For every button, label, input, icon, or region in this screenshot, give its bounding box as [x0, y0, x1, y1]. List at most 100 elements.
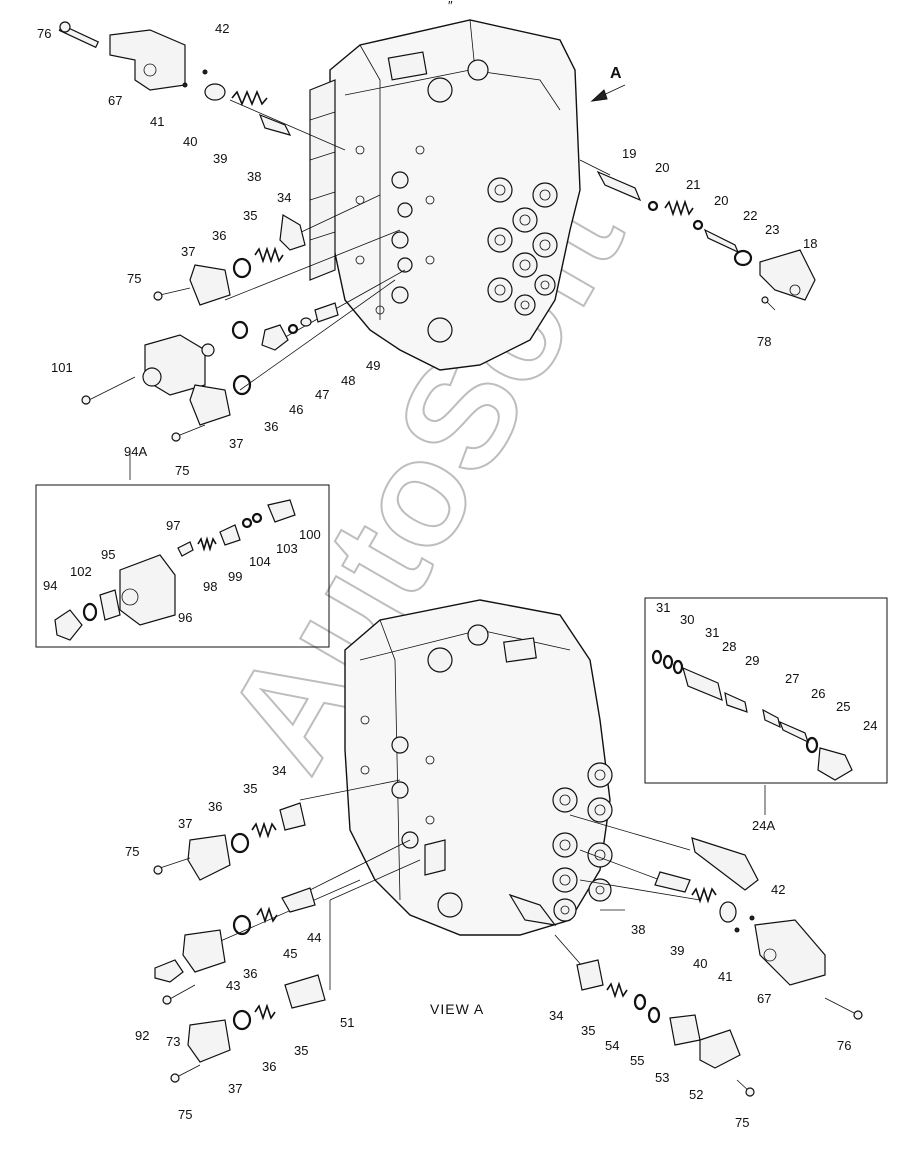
part-label: 40: [183, 134, 197, 149]
part-label: 30: [680, 612, 694, 627]
part-label: 67: [757, 991, 771, 1006]
part-label: 41: [150, 114, 164, 129]
part-label: 24: [863, 718, 877, 733]
part-label: 46: [289, 402, 303, 417]
part-label: 23: [765, 222, 779, 237]
part-label: 38: [247, 169, 261, 184]
leader-lines: [129, 99, 766, 990]
part-label: 75: [175, 463, 189, 478]
part-label: 94: [43, 578, 57, 593]
inset-detail-24a: [644, 597, 888, 784]
part-label: 20: [714, 193, 728, 208]
part-label: 39: [670, 943, 684, 958]
part-label: 97: [166, 518, 180, 533]
lower-right-parts: [576, 837, 863, 1097]
part-label: 53: [655, 1070, 669, 1085]
part-label: 78: [757, 334, 771, 349]
part-label: 28: [722, 639, 736, 654]
part-label: 76: [37, 26, 51, 41]
part-label: 52: [689, 1087, 703, 1102]
part-number-labels: 76 67 42 41 40 39 38 34 35 36 37 75 101 …: [37, 21, 877, 1130]
part-label: 31: [656, 600, 670, 615]
part-label: 100: [299, 527, 321, 542]
part-label: 24A: [752, 818, 775, 833]
upper-face-ports: [355, 145, 453, 343]
part-label: 37: [229, 436, 243, 451]
part-label: 34: [549, 1008, 563, 1023]
part-label: 99: [228, 569, 242, 584]
view-a-caption: VIEW A: [430, 1001, 484, 1017]
part-label: 98: [203, 579, 217, 594]
upper-right-parts: A: [590, 65, 816, 311]
part-label: 36: [243, 966, 257, 981]
part-label: 21: [686, 177, 700, 192]
part-label: 75: [125, 844, 139, 859]
part-label: 35: [243, 208, 257, 223]
part-label: 48: [341, 373, 355, 388]
lower-spool-caps: [552, 762, 613, 922]
part-label: 25: [836, 699, 850, 714]
part-label: 45: [283, 946, 297, 961]
lower-valve-body: [344, 599, 613, 936]
part-label: 39: [213, 151, 227, 166]
part-label: 75: [178, 1107, 192, 1122]
part-label: 18: [803, 236, 817, 251]
part-label: 36: [262, 1059, 276, 1074]
part-label: 37: [228, 1081, 242, 1096]
part-label: 31: [705, 625, 719, 640]
part-label: 94A: [124, 444, 147, 459]
upper-spool-caps: [487, 177, 558, 316]
part-label: 42: [771, 882, 785, 897]
part-label: 34: [277, 190, 291, 205]
part-label: 20: [655, 160, 669, 175]
inset-detail-94a: [35, 484, 330, 648]
part-label: 35: [243, 781, 257, 796]
part-label: 73: [166, 1034, 180, 1049]
part-label: 51: [340, 1015, 354, 1030]
part-label: 37: [178, 816, 192, 831]
part-label: 101: [51, 360, 73, 375]
lower-left-parts: [153, 802, 326, 1083]
part-label: 95: [101, 547, 115, 562]
inset-box-94a: [35, 484, 330, 648]
part-label: 38: [631, 922, 645, 937]
part-label: 26: [811, 686, 825, 701]
part-label: 36: [264, 419, 278, 434]
part-label: 75: [127, 271, 141, 286]
part-label: 36: [208, 799, 222, 814]
upper-valve-body: [309, 19, 581, 371]
part-label: 43: [226, 978, 240, 993]
part-label: 67: [108, 93, 122, 108]
part-label: 22: [743, 208, 757, 223]
part-label: 44: [307, 930, 321, 945]
part-label: 34: [272, 763, 286, 778]
part-label: 35: [294, 1043, 308, 1058]
part-label: 96: [178, 610, 192, 625]
lower-face-ports: [360, 715, 463, 918]
part-label: 42: [215, 21, 229, 36]
part-label: 102: [70, 564, 92, 579]
view-a-arrow: A: [590, 65, 626, 102]
part-label: 35: [581, 1023, 595, 1038]
part-label: 76: [837, 1038, 851, 1053]
part-label: 92: [135, 1028, 149, 1043]
part-label: 55: [630, 1053, 644, 1068]
inset-box-24a: [644, 597, 888, 784]
part-label: 47: [315, 387, 329, 402]
upper-left-parts: [58, 21, 339, 442]
top-mark: ″: [448, 0, 453, 13]
part-label: 41: [718, 969, 732, 984]
part-label: 27: [785, 671, 799, 686]
part-label: 19: [622, 146, 636, 161]
part-label: 40: [693, 956, 707, 971]
part-label: 75: [735, 1115, 749, 1130]
part-label: 104: [249, 554, 271, 569]
part-label: 103: [276, 541, 298, 556]
part-label: 36: [212, 228, 226, 243]
part-label: 29: [745, 653, 759, 668]
part-label: 37: [181, 244, 195, 259]
view-a-arrow-label: A: [610, 65, 622, 82]
part-label: 54: [605, 1038, 619, 1053]
part-label: 49: [366, 358, 380, 373]
